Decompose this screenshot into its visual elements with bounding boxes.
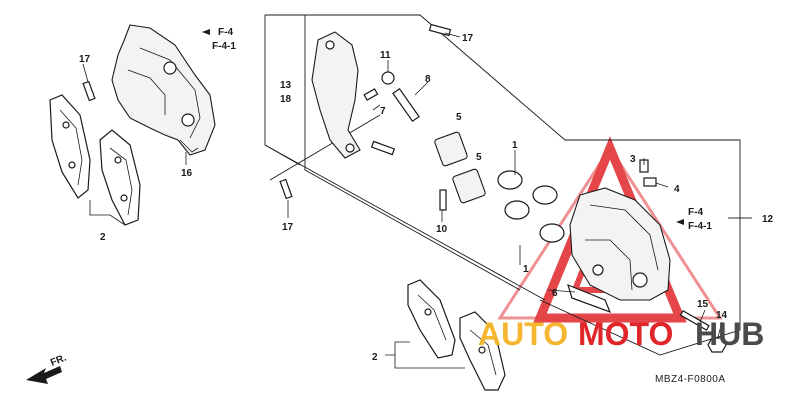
ref-arrow-icon xyxy=(202,29,210,35)
caliper-body xyxy=(569,187,671,301)
slide-pins xyxy=(363,71,420,156)
ref-f41-right: F-4-1 xyxy=(688,221,712,232)
callout-8: 8 xyxy=(425,74,431,85)
leader-lines xyxy=(82,32,723,369)
assembly-frame xyxy=(264,14,752,356)
watermark-hub: HUB xyxy=(695,316,764,352)
callout-3: 3 xyxy=(630,154,636,165)
callout-4: 4 xyxy=(674,184,680,195)
diagram-code: MBZ4-F0800A xyxy=(655,374,726,385)
callout-1-bottom: 1 xyxy=(523,264,529,275)
front-direction-arrow-icon xyxy=(26,366,62,384)
callout-15: 15 xyxy=(697,299,709,310)
callout-13: 13 xyxy=(280,80,292,91)
ref-arrow-icon xyxy=(676,219,684,225)
callout-5b: 5 xyxy=(476,152,482,163)
bolts xyxy=(82,23,727,353)
callout-7: 7 xyxy=(380,106,386,117)
caliper-bracket xyxy=(111,24,216,156)
callout-14: 14 xyxy=(716,310,728,321)
piston-seals xyxy=(497,170,565,243)
callout-2-left: 2 xyxy=(100,232,106,243)
callout-5a: 5 xyxy=(456,112,462,123)
brake-pads-left xyxy=(49,94,141,226)
caliper-rear-bracket xyxy=(311,31,361,159)
pad-spring xyxy=(567,283,612,314)
callout-2-bottom: 2 xyxy=(372,352,378,363)
callout-17-top: 17 xyxy=(79,54,91,65)
watermark-text: AUTO MOTO HUB xyxy=(478,316,764,352)
ref-f4-right: F-4 xyxy=(688,207,703,218)
callout-10: 10 xyxy=(436,224,448,235)
watermark-auto: AUTO xyxy=(478,316,568,352)
callout-6: 6 xyxy=(552,288,558,299)
ref-f4-top: F-4 xyxy=(218,27,233,38)
callout-18: 18 xyxy=(280,94,292,105)
watermark-moto: MOTO xyxy=(578,316,673,352)
direction-label: FR. xyxy=(49,352,68,368)
callout-17-bottom: 17 xyxy=(282,222,294,233)
brake-pads-bottom xyxy=(407,279,506,391)
callout-11: 11 xyxy=(380,50,391,61)
callout-12: 12 xyxy=(762,214,774,225)
callout-16: 16 xyxy=(181,168,193,179)
callout-1-top: 1 xyxy=(512,140,518,151)
pistons xyxy=(434,131,486,204)
callout-17-right: 17 xyxy=(462,33,474,44)
ref-f41-top: F-4-1 xyxy=(212,41,236,52)
